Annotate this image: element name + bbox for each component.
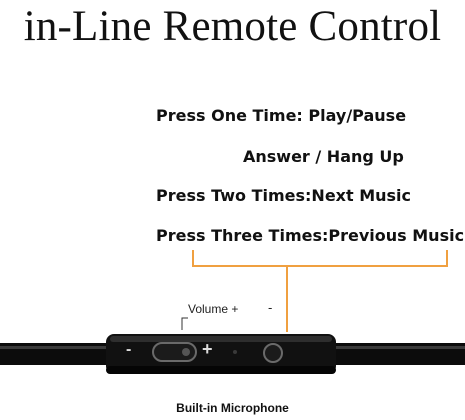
earphone-cable	[0, 343, 465, 365]
microphone-label: Built-in Microphone	[176, 401, 289, 415]
volume-minus-label: -	[268, 300, 273, 315]
multifunction-button[interactable]	[263, 343, 283, 363]
microphone-hole	[233, 350, 237, 354]
instruction-answer-hang-up: Answer / Hang Up	[243, 147, 404, 166]
instruction-press-two: Press Two Times:Next Music	[156, 186, 412, 205]
remote-body	[106, 334, 336, 374]
volume-bracket	[181, 317, 188, 330]
volume-label: Volume +	[188, 302, 239, 316]
remote-minus-symbol: -	[126, 341, 132, 358]
volume-rocker[interactable]	[152, 342, 197, 362]
instruction-press-three: Press Three Times:Previous Music	[156, 226, 465, 245]
remote-plus-symbol: +	[202, 339, 213, 359]
diagram-title: in-Line Remote Control	[23, 3, 442, 50]
instruction-bracket	[192, 250, 448, 332]
instruction-press-one: Press One Time: Play/Pause	[156, 106, 407, 125]
